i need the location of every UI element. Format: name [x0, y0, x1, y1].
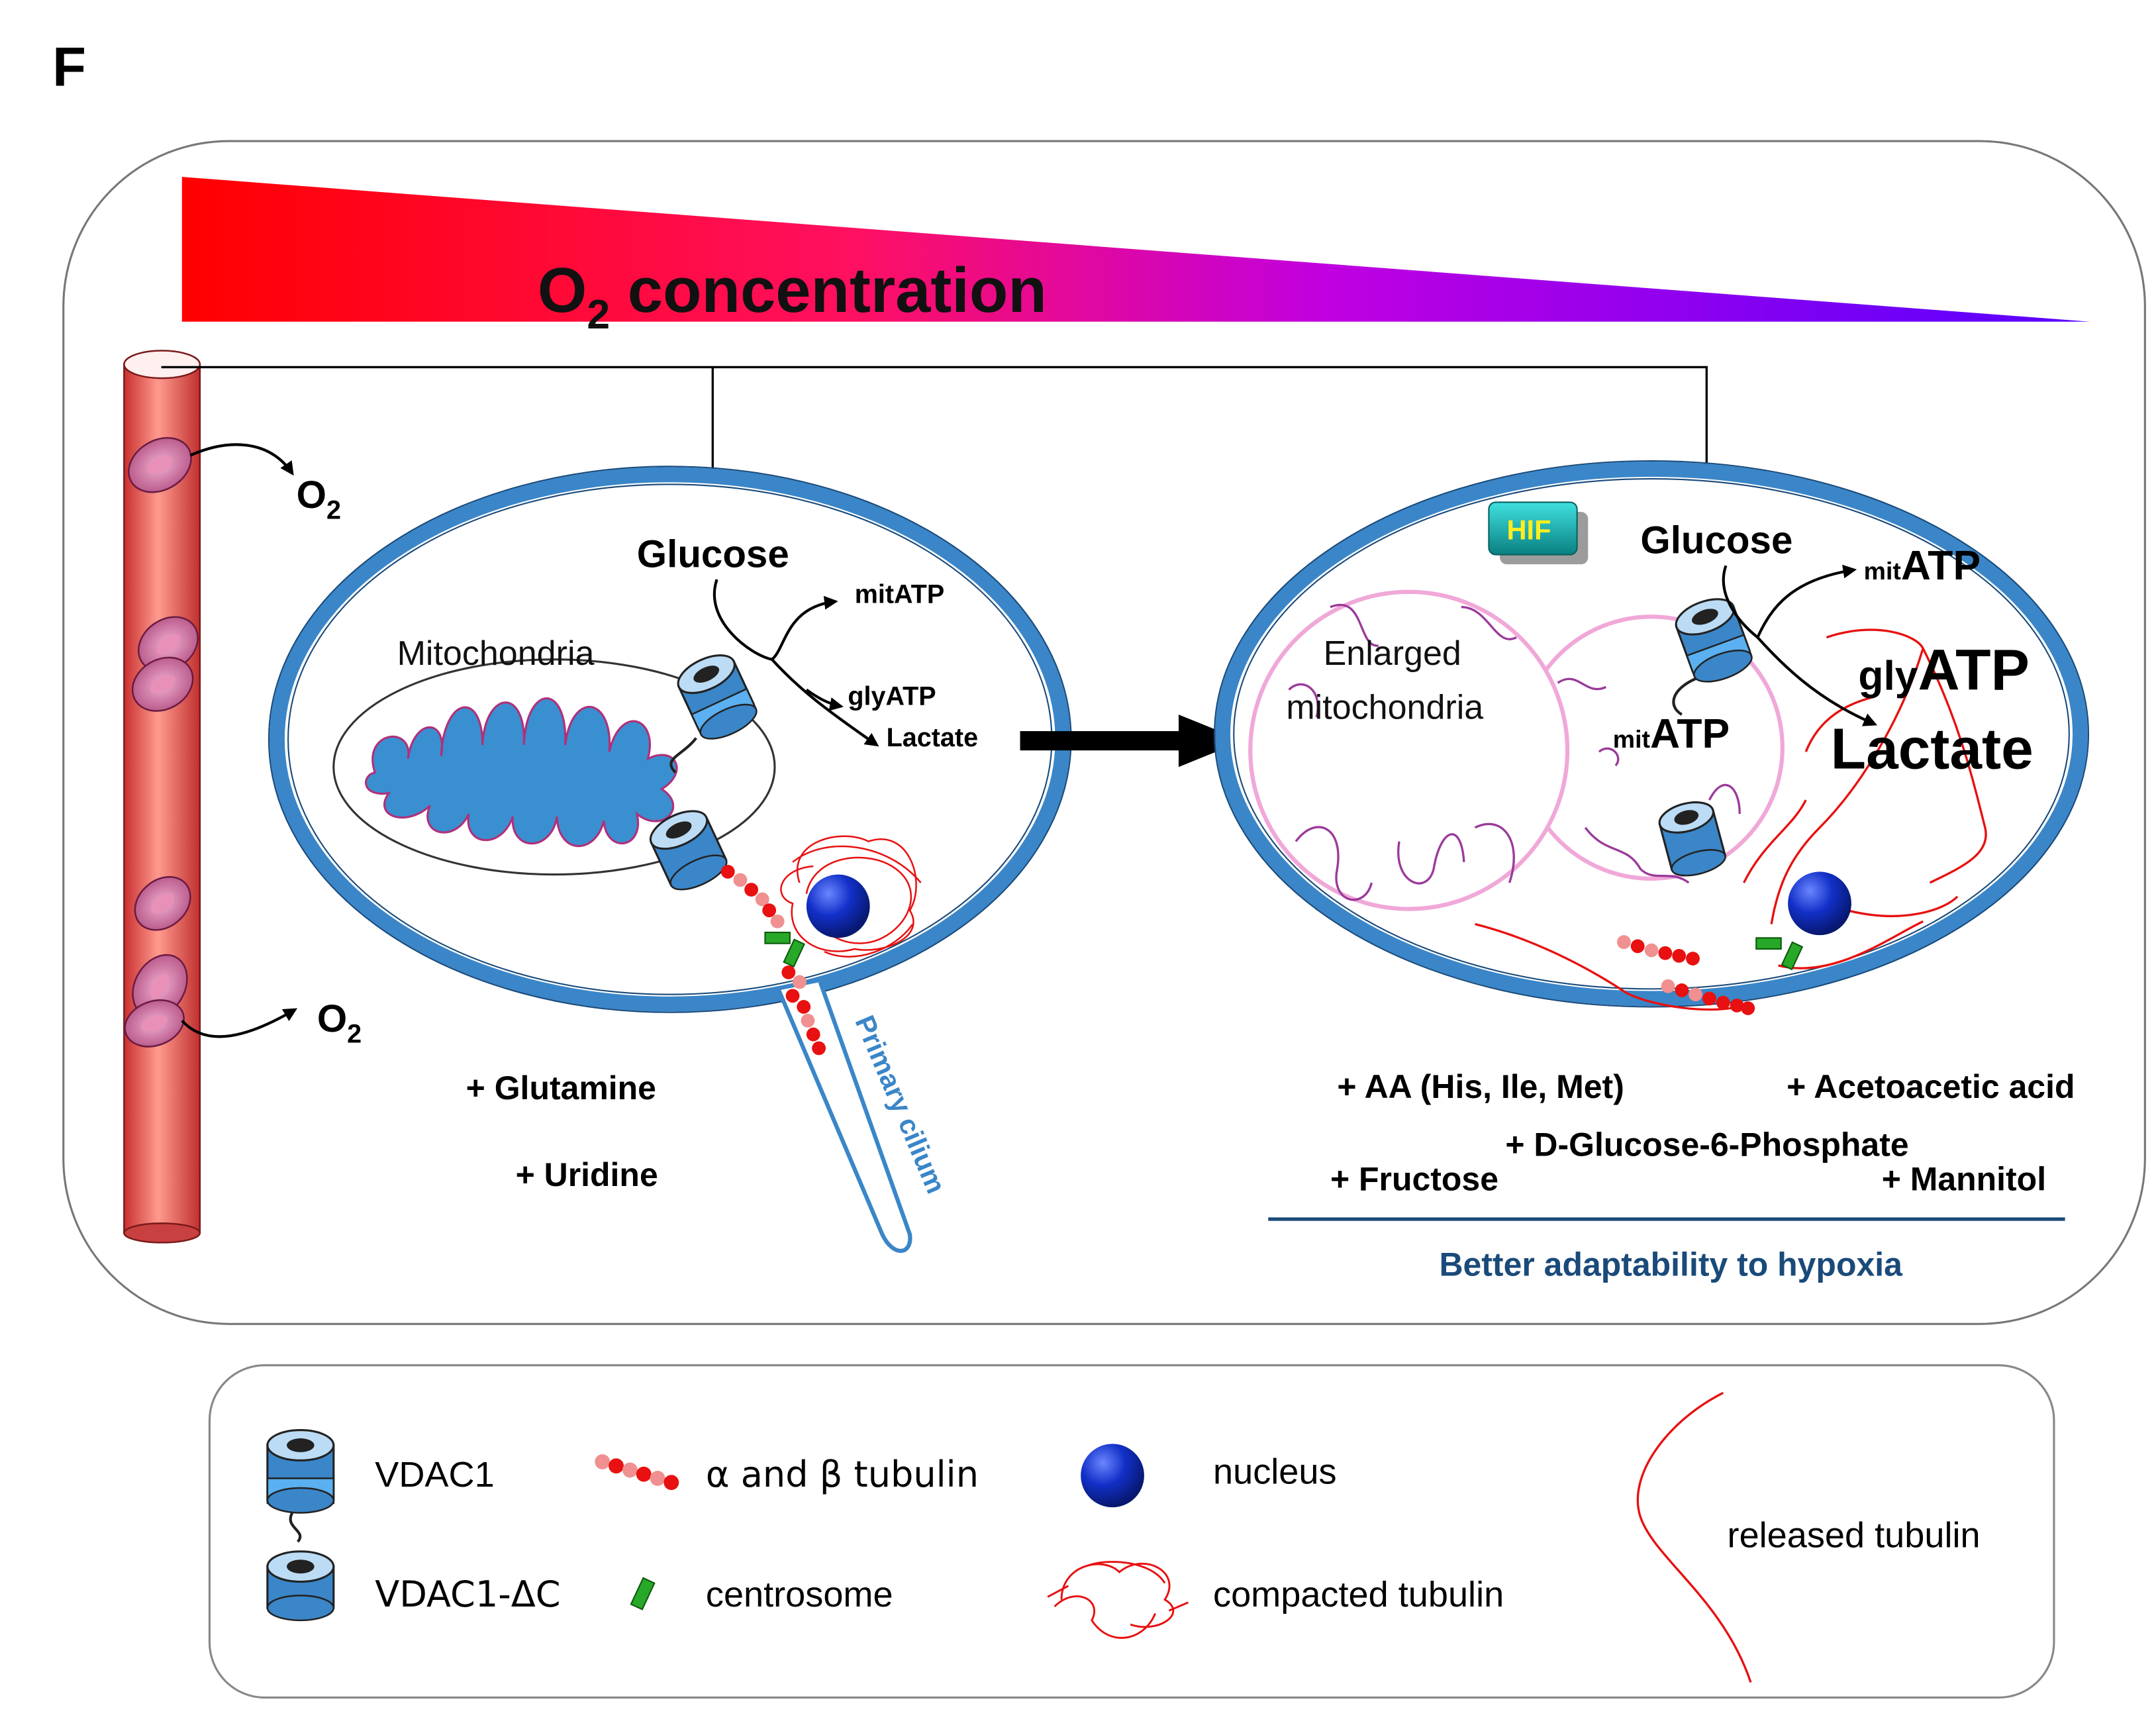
supplement-mannitol: + Mannitol — [1882, 1160, 2046, 1197]
glucose-label-left: Glucose — [637, 532, 789, 575]
o2-label-bottom: O2 — [317, 997, 362, 1049]
tubulin-chains-right — [1617, 935, 1755, 1015]
mitatp-label-right-mid: mitATP — [1613, 711, 1730, 757]
svg-text:HIF: HIF — [1506, 515, 1551, 546]
compacted-tubulin — [780, 835, 922, 958]
nucleus-right — [1788, 871, 1851, 936]
supplement-acetoacetic: + Acetoacetic acid — [1787, 1068, 2075, 1105]
vdac1-left-bottom — [649, 810, 728, 891]
scene-frame — [62, 140, 2146, 1325]
red-blood-cells — [124, 437, 199, 1048]
o2-arrow-top — [189, 443, 294, 476]
vdac1-right-bottom — [1658, 801, 1727, 877]
glucose-to-lactate-left — [771, 658, 879, 747]
transition-arrow — [1020, 715, 1244, 767]
vdac1-right-top — [1675, 598, 1753, 683]
lactate-label-right: Lactate — [1831, 716, 2034, 781]
o2-gradient-wedge — [181, 177, 2090, 322]
nucleus-left — [806, 874, 870, 938]
legend-released-tubulin-label: released tubulin — [1728, 1516, 1981, 1556]
hif-badge: HIF — [1488, 501, 1589, 565]
o2-gradient-label: O2 concentration — [538, 255, 1047, 338]
legend-tubulin-icon — [595, 1454, 679, 1491]
legend-compacted-tubulin-icon — [1047, 1561, 1189, 1639]
enlarged-mito-label-2: mitochondria — [1286, 688, 1483, 726]
vdac1-left-top — [677, 654, 758, 740]
legend: VDAC1 VDAC1-ΔC α and β tubulin centrosom… — [208, 1364, 2055, 1699]
glyatp-label-left: glyATP — [848, 682, 936, 711]
legend-centrosome-icon — [630, 1577, 656, 1610]
mitochondria-label: Mitochondria — [397, 634, 595, 673]
legend-released-tubulin-icon — [1636, 1391, 1752, 1683]
supplement-glutamine: + Glutamine — [466, 1069, 656, 1107]
supplement-g6p: + D-Glucose-6-Phosphate — [1505, 1126, 1908, 1163]
mitatp-label-left: mitATP — [855, 579, 944, 609]
panel-letter: F — [52, 36, 86, 98]
legend-nucleus-icon — [1081, 1444, 1144, 1508]
legend-compacted-tubulin-label: compacted tubulin — [1213, 1575, 1504, 1614]
enlarged-mitochondria — [1248, 589, 1785, 911]
glucose-to-mitatp-left — [712, 579, 838, 662]
legend-vdac1-dc-icon — [266, 1550, 335, 1622]
glucose-to-mitatp-right — [1722, 564, 1857, 640]
enlarged-mito-label-1: Enlarged — [1324, 634, 1461, 673]
legend-centrosome-label: centrosome — [706, 1575, 893, 1614]
glyatp-label-right: glyATP — [1858, 638, 2030, 703]
centrosome-left — [764, 931, 805, 968]
left-cell: Mitochondria Glucose mitATP glyATP Lacta… — [268, 466, 1072, 1253]
supplement-aa: + AA (His, Ile, Met) — [1337, 1068, 1624, 1105]
supplement-fructose: + Fructose — [1330, 1160, 1498, 1197]
legend-vdac1-label: VDAC1 — [375, 1455, 494, 1495]
blood-vessel — [123, 350, 201, 1244]
released-tubulin — [1475, 628, 1987, 1011]
legend-frame — [208, 1364, 2055, 1699]
primary-cilium — [777, 965, 912, 1253]
o2-label-top: O2 — [297, 473, 341, 525]
lactate-label-left: Lactate — [887, 723, 978, 752]
conclusion-text: Better adaptability to hypoxia — [1439, 1246, 1903, 1283]
legend-tubulin-label: α and β tubulin — [706, 1454, 979, 1495]
legend-nucleus-label: nucleus — [1213, 1452, 1337, 1492]
centrosome-right — [1755, 937, 1804, 971]
tubulin-chain-left — [720, 865, 785, 928]
right-cell: Enlarged mitochondria HIF — [1214, 460, 2090, 1283]
supplement-uridine: + Uridine — [516, 1156, 658, 1193]
legend-vdac1-dc-label: VDAC1-ΔC — [375, 1573, 560, 1615]
legend-vdac1-icon — [266, 1428, 335, 1543]
o2-arrow-bottom — [181, 1008, 298, 1038]
mitatp-label-right-top: mitATP — [1864, 542, 1981, 589]
glucose-to-lactate-right — [1756, 636, 1878, 726]
glucose-label-right: Glucose — [1640, 519, 1792, 562]
